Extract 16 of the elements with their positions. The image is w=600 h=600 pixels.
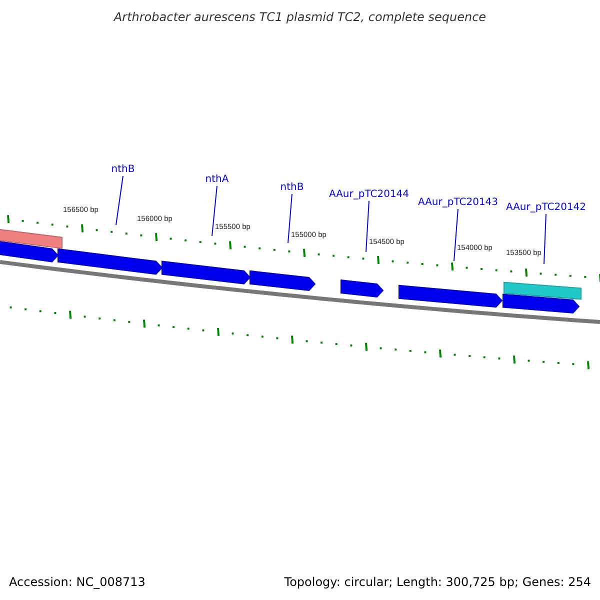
leader-line — [288, 194, 292, 244]
footer-text: Topology: circular; Length: 300,725 bp; Genes: 254 — [284, 575, 591, 589]
leader-line — [454, 208, 458, 262]
leader-line — [116, 176, 124, 226]
gene-label: nthB — [280, 182, 304, 194]
leader-line — [212, 186, 218, 236]
leader-line — [366, 200, 370, 252]
gene-label: AAur_pTC20144 — [328, 189, 410, 201]
gene-label: AAur_pTC20143 — [418, 197, 498, 209]
gene-label: nthB — [111, 164, 135, 176]
gene-label: nthA — [205, 174, 229, 186]
leader-line — [544, 214, 546, 264]
footer-text: Accession: NC_008713 — [9, 575, 146, 589]
plasmid-map-drawing — [0, 214, 600, 370]
title: Arthrobacter aurescens TC1 plasmid TC2, complete sequence — [112, 10, 488, 24]
gene-label: AAur_pTC20142 — [506, 202, 586, 214]
